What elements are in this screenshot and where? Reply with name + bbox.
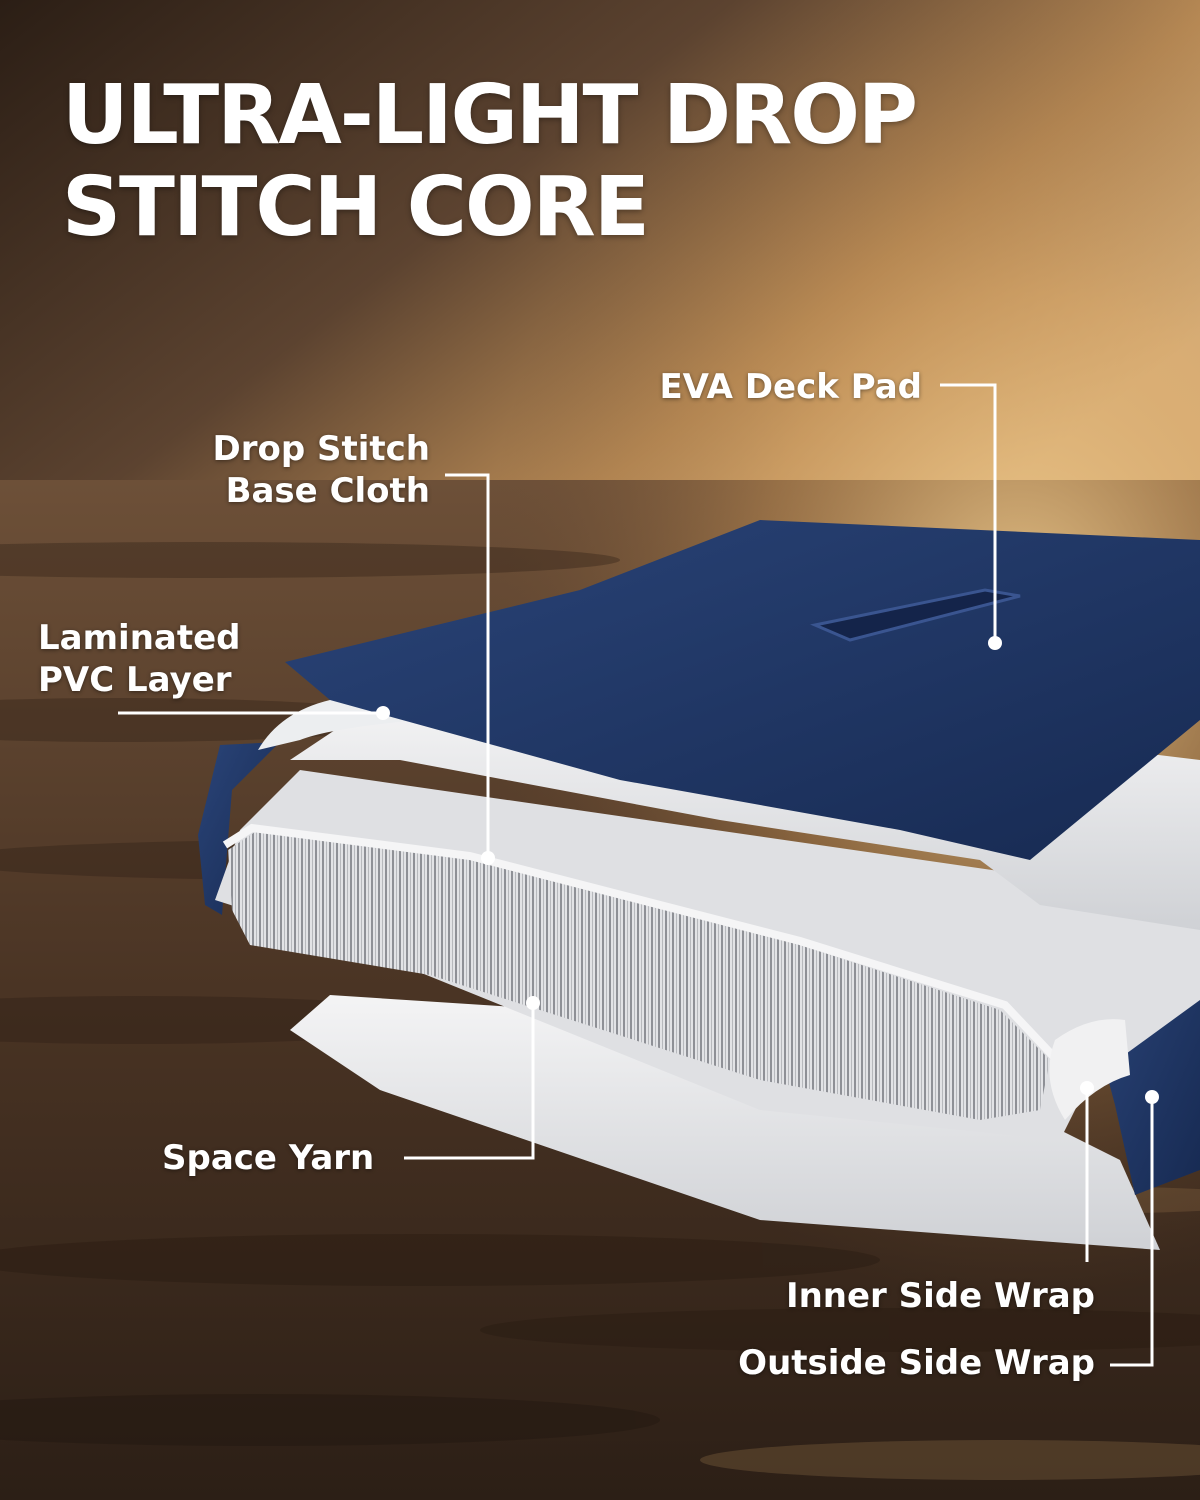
title-line-1: ULTRA-LIGHT DROP	[62, 68, 918, 163]
inner-side-wrap-curl	[1049, 1019, 1130, 1120]
label-space-yarn: Space Yarn	[162, 1138, 375, 1178]
label-inner-side-wrap: Inner Side Wrap	[785, 1276, 1095, 1316]
label-laminated-line-2: PVC Layer	[38, 660, 232, 700]
label-eva-deck-pad: EVA Deck Pad	[659, 367, 922, 407]
outside-side-wrap-left	[198, 742, 280, 915]
callout-outside-side-wrap: Outside Side Wrap	[640, 1342, 1095, 1384]
label-drop-stitch-line-1: Drop Stitch	[212, 429, 430, 469]
space-yarn-fibers	[228, 832, 1050, 1120]
drop-stitch-base-cloth-edge	[222, 823, 1058, 1061]
label-outside-side-wrap: Outside Side Wrap	[738, 1343, 1095, 1383]
label-laminated-line-1: Laminated	[38, 618, 241, 658]
callout-laminated-pvc-layer: Laminated PVC Layer	[38, 617, 241, 701]
callout-space-yarn: Space Yarn	[162, 1137, 374, 1179]
callout-inner-side-wrap: Inner Side Wrap	[700, 1275, 1095, 1317]
callout-eva-deck-pad: EVA Deck Pad	[600, 366, 922, 408]
title-line-2: STITCH CORE	[62, 160, 650, 255]
page-title: ULTRA-LIGHT DROP STITCH CORE	[62, 68, 918, 255]
callout-drop-stitch-base-cloth: Drop Stitch Base Cloth	[160, 428, 430, 512]
label-drop-stitch-line-2: Base Cloth	[225, 471, 430, 511]
